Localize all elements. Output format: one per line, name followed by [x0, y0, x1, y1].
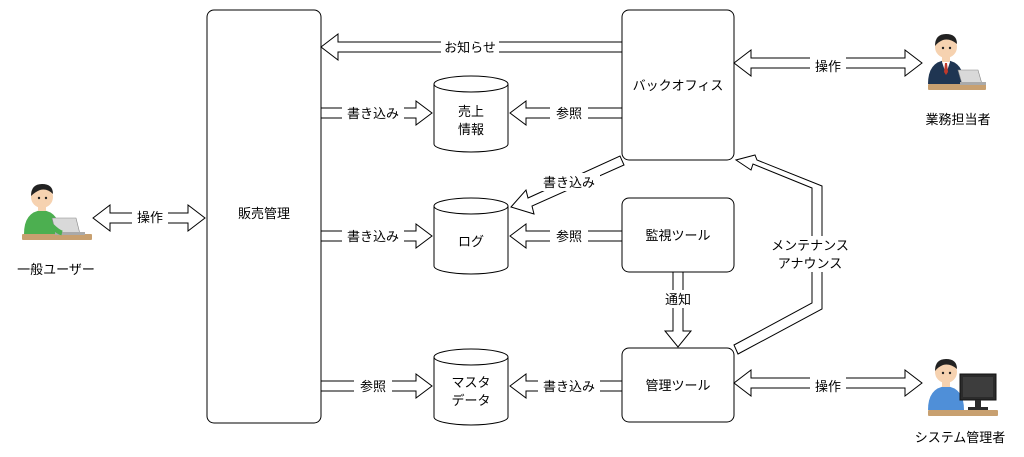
log-db-node[interactable]: ログ	[433, 197, 509, 275]
master-db-label-2: データ	[451, 393, 490, 409]
edge-oshirase-label: お知らせ	[444, 40, 496, 56]
uriage-db-label-1: 売上	[458, 104, 484, 120]
edge-maintenance-label-1: メンテナンス	[771, 239, 849, 254]
edge-kakikomi-log: 書き込み	[320, 223, 433, 249]
system-admin-label: システム管理者	[915, 431, 1006, 446]
edge-oshirase: お知らせ	[320, 32, 623, 62]
master-db-label-1: マスタ	[451, 376, 490, 391]
edge-kakikomi-back-log-label: 書き込み	[543, 176, 595, 191]
kanri-tool-label: 管理ツール	[645, 379, 710, 394]
system-admin-actor: システム管理者	[915, 359, 1006, 446]
business-staff-actor: 業務担当者	[925, 34, 991, 128]
edge-tsuchi: 通知	[659, 271, 697, 348]
edge-sansho-uriage-label: 参照	[556, 106, 582, 122]
log-db-label: ログ	[458, 235, 484, 250]
edge-sosa-user-label: 操作	[137, 210, 163, 226]
kanshi-tool-node[interactable]: 監視ツール	[621, 197, 735, 273]
backoffice-node[interactable]: バックオフィス	[621, 9, 735, 161]
admin-monitor-icon	[928, 359, 998, 416]
edge-kakikomi-back-log: 書き込み	[510, 155, 625, 215]
hanbai-kanri-node[interactable]: 販売管理	[206, 9, 322, 424]
edge-kakikomi-master: 書き込み	[509, 373, 623, 399]
edge-sosa-staff-label: 操作	[815, 59, 841, 75]
edge-kakikomi-master-label: 書き込み	[543, 380, 595, 395]
edge-sosa-admin-label: 操作	[815, 379, 841, 395]
edge-sansho-log-label: 参照	[556, 229, 582, 245]
edge-tsuchi-label: 通知	[665, 292, 691, 308]
edge-kakikomi-uriage-label: 書き込み	[347, 107, 399, 122]
uriage-db-node[interactable]: 売上 情報	[433, 75, 509, 153]
hanbai-kanri-label: 販売管理	[238, 206, 290, 222]
edge-maintenance-label-2: アナウンス	[778, 257, 842, 272]
edge-maintenance: メンテナンス アナウンス	[733, 154, 860, 355]
businessman-laptop-icon	[928, 34, 986, 90]
person-laptop-icon	[22, 184, 92, 240]
edge-sosa-staff: 操作	[733, 48, 923, 78]
edge-kakikomi-log-label: 書き込み	[347, 230, 399, 245]
edge-sansho-uriage: 参照	[509, 100, 623, 126]
kanri-tool-node[interactable]: 管理ツール	[621, 347, 735, 423]
edge-sansho-log: 参照	[509, 223, 623, 249]
edge-sansho-master: 参照	[320, 373, 433, 399]
edge-sosa-admin: 操作	[733, 368, 923, 398]
master-db-node[interactable]: マスタ データ	[433, 348, 509, 426]
edge-sansho-master-label: 参照	[360, 379, 386, 395]
edge-sosa-user: 操作	[92, 203, 206, 233]
uriage-db-label-2: 情報	[458, 123, 484, 138]
kanshi-tool-label: 監視ツール	[645, 228, 710, 244]
general-user-label: 一般ユーザー	[17, 262, 95, 278]
general-user-actor: 一般ユーザー	[17, 184, 95, 278]
edge-kakikomi-uriage: 書き込み	[320, 100, 433, 126]
business-staff-label: 業務担当者	[925, 112, 990, 128]
backoffice-label: バックオフィス	[633, 79, 724, 94]
